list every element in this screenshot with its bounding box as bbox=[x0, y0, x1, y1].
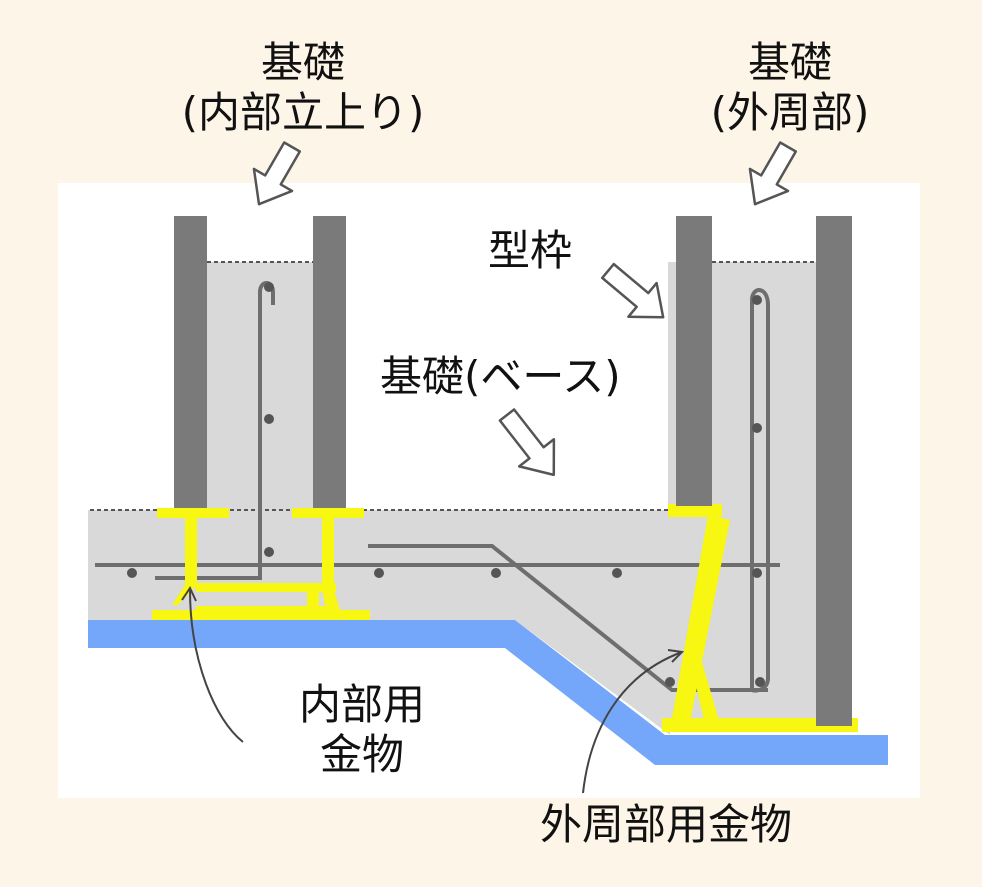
rebar-dot bbox=[665, 677, 675, 687]
base-bent-bar bbox=[368, 544, 768, 692]
inner-bracket-label: 内部用 金物 bbox=[272, 680, 452, 780]
rebar-dot bbox=[127, 568, 137, 578]
inner-bracket-cap-right bbox=[292, 508, 364, 518]
formwork-inner-left bbox=[174, 216, 207, 508]
inner-bracket-frame-right bbox=[307, 583, 319, 613]
outer-bracket-strut bbox=[672, 515, 730, 722]
base-slope bbox=[515, 620, 670, 735]
rebar bbox=[95, 281, 780, 693]
rebar-dot bbox=[755, 677, 765, 687]
outer-bracket-base-plate bbox=[662, 718, 858, 732]
outer-foundation-label-line2: (外周部) bbox=[710, 88, 870, 137]
rebar-dot bbox=[752, 295, 762, 305]
rebar-dots bbox=[127, 282, 765, 687]
rebar-dot bbox=[264, 547, 274, 557]
rebar-dot bbox=[752, 568, 762, 578]
rebar-dot bbox=[612, 568, 622, 578]
arrows bbox=[252, 141, 798, 477]
ground-layer bbox=[88, 620, 888, 765]
outer-bracket-label: 外周部用金物 bbox=[540, 800, 793, 849]
outer-bracket-shape bbox=[662, 504, 858, 732]
rebar-dot bbox=[752, 423, 762, 433]
outer-riser-bar bbox=[750, 288, 770, 690]
inner-bracket-label-line1: 内部用 bbox=[298, 680, 425, 729]
arrow-base bbox=[498, 408, 556, 477]
inner-bracket-label-line2: 金物 bbox=[319, 730, 404, 779]
inner-bracket-cap-left bbox=[157, 508, 229, 518]
arrow-outer-foundation bbox=[748, 141, 798, 206]
arrowhead-inner-bracket bbox=[181, 585, 197, 602]
formwork-outer-right bbox=[816, 216, 852, 726]
outer-riser-stirrup bbox=[750, 305, 770, 693]
leader-inner-bracket bbox=[189, 589, 244, 743]
rebar-dot bbox=[264, 414, 274, 424]
rebar-dot bbox=[491, 568, 501, 578]
inner-foundation-label: 基礎 (内部立上り) bbox=[148, 38, 458, 138]
concrete-top-lines bbox=[90, 261, 818, 511]
rebar-dot bbox=[374, 568, 384, 578]
arrow-formwork bbox=[600, 262, 665, 319]
inner-bracket-frame-top bbox=[196, 583, 336, 592]
outer-foundation-label-line1: 基礎 bbox=[747, 38, 832, 87]
formwork-inner-right bbox=[313, 216, 346, 508]
outer-foundation-label: 基礎 (外周部) bbox=[680, 38, 900, 138]
outer-bracket-brace bbox=[690, 660, 720, 724]
formwork-label: 型枠 bbox=[488, 226, 573, 275]
formwork-panels bbox=[174, 216, 852, 726]
inner-bracket-shape bbox=[152, 508, 370, 620]
formwork-outer-left bbox=[676, 216, 712, 506]
inner-foundation-label-line2: (内部立上り) bbox=[181, 88, 425, 137]
outer-bracket-cap bbox=[668, 504, 722, 517]
arrowhead-outer-bracket bbox=[667, 649, 685, 663]
inner-foundation-label-line1: 基礎 bbox=[260, 38, 345, 87]
inner-bracket-base-plate bbox=[152, 610, 370, 620]
rebar-dot bbox=[264, 282, 274, 292]
inner-bracket-leg-left bbox=[172, 518, 197, 605]
arrow-inner-foundation bbox=[252, 141, 302, 206]
base-label: 基礎(ベース) bbox=[380, 352, 621, 401]
leader-outer-bracket bbox=[582, 651, 683, 794]
leader-lines bbox=[181, 585, 685, 794]
